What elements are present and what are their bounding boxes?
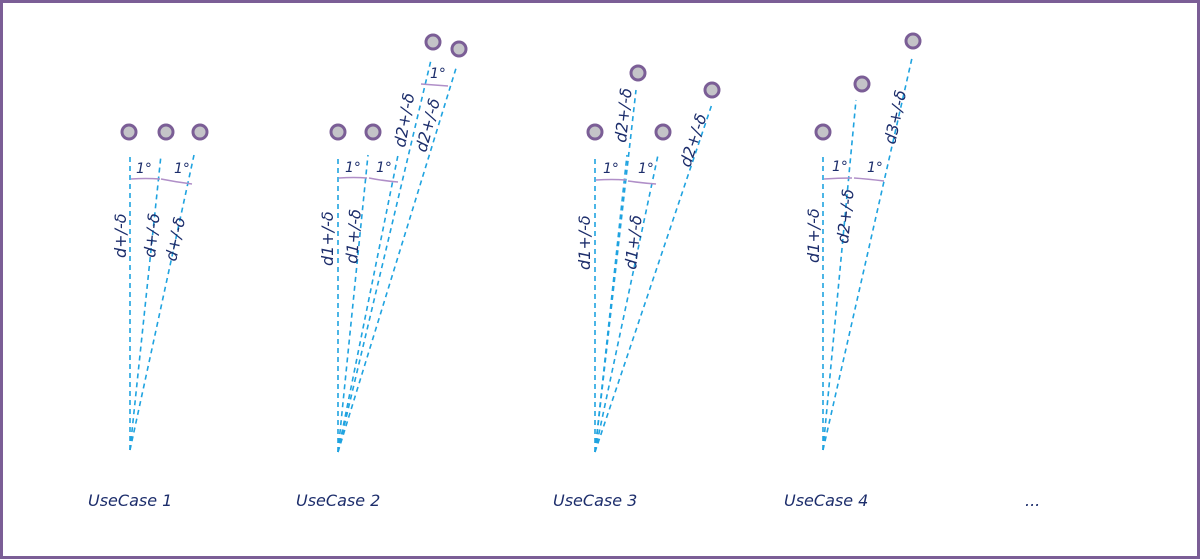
angle-arc — [853, 177, 885, 182]
angle-label: 1° — [867, 160, 883, 176]
angle-arc — [338, 176, 368, 179]
use-case-label: UseCase 1 — [88, 491, 172, 510]
use-case-label: UseCase 2 — [296, 491, 380, 510]
angle-label: 1° — [174, 161, 190, 177]
target-point — [157, 123, 175, 141]
distance-label: d1+/-δ — [342, 208, 365, 264]
distance-label: d3+/-δ — [880, 88, 910, 146]
ray — [822, 99, 857, 451]
ray — [129, 154, 162, 451]
angle-arc — [627, 180, 657, 185]
angle-label: 1° — [603, 161, 619, 177]
distance-label: d2+/-δ — [676, 111, 711, 169]
ray — [337, 64, 458, 453]
ellipsis-label: ... — [1025, 491, 1040, 510]
target-point — [450, 40, 468, 58]
target-point — [629, 64, 647, 82]
angle-arc — [823, 177, 853, 180]
target-point — [424, 33, 442, 51]
ray — [594, 89, 637, 453]
use-case-label: UseCase 4 — [784, 491, 868, 510]
angle-label: 1° — [345, 160, 361, 176]
use-case-4: 1° 1° d1+/-δ d2+/-δ d3+/-δ UseCase 4 — [784, 32, 922, 510]
distance-label: d1+/-δ — [318, 211, 337, 266]
distance-label: d+/-δ — [161, 215, 189, 263]
distance-label: d1+/-δ — [804, 208, 823, 263]
angle-label: 1° — [832, 159, 848, 175]
use-case-1: 1° 1° d+/-δ d+/-δ d+/-δ UseCase 1 — [88, 123, 209, 510]
target-point — [904, 32, 922, 50]
angle-arc — [368, 177, 399, 183]
target-point — [191, 123, 209, 141]
use-case-2: 1° 1° 1° d1+/-δ d1+/-δ d2+/-δ d2+/-δ Use… — [296, 33, 468, 510]
ray — [822, 57, 913, 451]
distance-label: d+/-δ — [111, 213, 130, 258]
angle-arc — [595, 178, 627, 181]
ray — [594, 103, 713, 453]
angle-arc — [420, 83, 449, 87]
ray — [337, 59, 432, 453]
angle-label: 1° — [638, 161, 654, 177]
distance-label: d2+/-δ — [833, 188, 858, 245]
ray — [594, 154, 628, 453]
target-point — [364, 123, 382, 141]
ray — [337, 154, 399, 453]
use-case-3: 1° 1° d1+/-δ d2+/-δ d1+/-δ d2+/-δ UseCas… — [553, 64, 721, 510]
target-point — [654, 123, 672, 141]
target-point — [329, 123, 347, 141]
ray — [337, 154, 369, 453]
ray — [594, 154, 659, 453]
ray — [129, 154, 195, 451]
angle-arc — [130, 177, 161, 180]
angle-label: 1° — [376, 160, 392, 176]
distance-label: d1+/-δ — [621, 214, 646, 271]
target-point — [853, 75, 871, 93]
target-point — [814, 123, 832, 141]
distance-label: d2+/-δ — [611, 87, 636, 144]
diagram-canvas: 1° 1° d+/-δ d+/-δ d+/-δ UseCase 1 1° 1° … — [88, 32, 1040, 510]
target-point — [703, 81, 721, 99]
angle-arc — [160, 178, 193, 185]
target-point — [120, 123, 138, 141]
distance-label: d+/-δ — [140, 212, 164, 258]
distance-label: d1+/-δ — [575, 215, 594, 270]
angle-label: 1° — [136, 161, 152, 177]
use-case-label: UseCase 3 — [553, 491, 637, 510]
angle-label: 1° — [430, 66, 446, 82]
target-point — [586, 123, 604, 141]
